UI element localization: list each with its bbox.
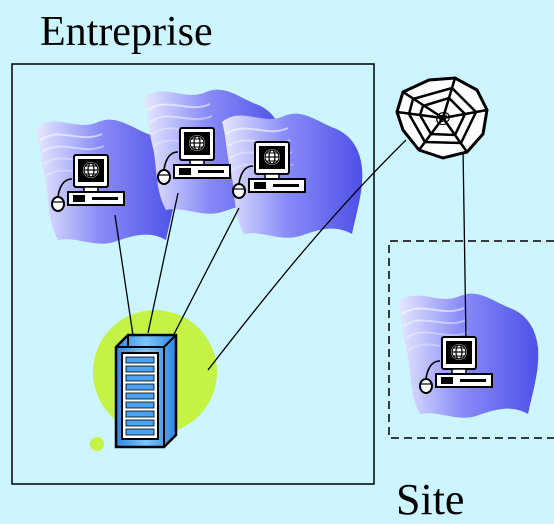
workstation-flag — [221, 112, 364, 239]
spider-web-icon: @ — [395, 76, 489, 160]
enterprise-boundary — [11, 63, 375, 485]
site-label: Site — [396, 475, 465, 524]
server-icon — [114, 333, 178, 449]
enterprise-label: Entreprise — [40, 9, 213, 55]
connection-lines — [114, 139, 467, 371]
svg-text:@: @ — [435, 110, 451, 127]
site-boundary — [388, 240, 554, 439]
